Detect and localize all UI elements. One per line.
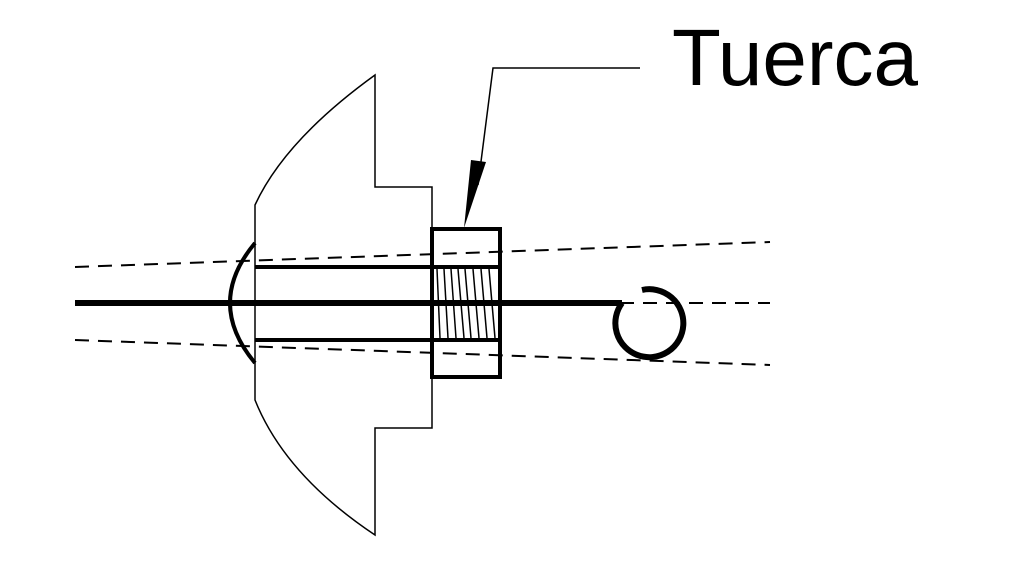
nut-label: Tuerca: [672, 13, 919, 102]
leader-line: [477, 67, 640, 186]
body-outline: [254, 73, 433, 537]
dashed-line-top: [74, 241, 771, 268]
rod-loop: [612, 286, 687, 361]
dashed-line-bottom: [74, 339, 771, 366]
leader-arrowhead: [464, 160, 486, 228]
hidden-lines: [74, 241, 771, 366]
